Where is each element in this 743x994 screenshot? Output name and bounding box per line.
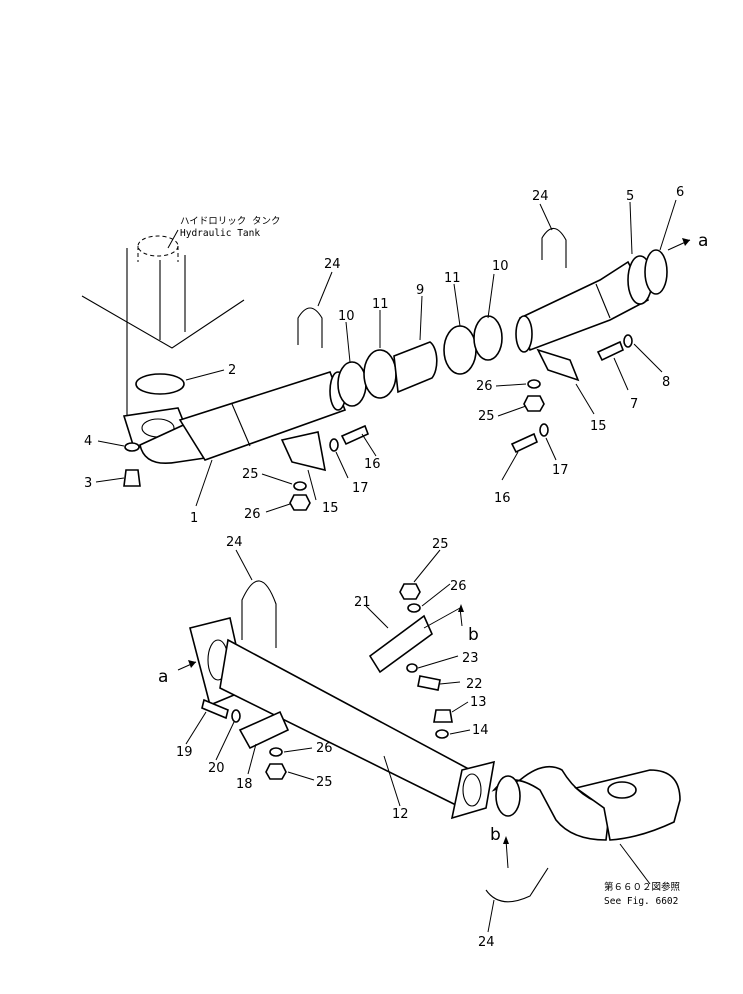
callout-17-left: 17 [352,481,369,496]
callout-4: 4 [84,434,92,449]
callout-10-right: 10 [492,259,509,274]
view-marker-a-upper: a [698,231,708,251]
washer-14 [435,729,449,739]
callout-24-upper-right: 24 [532,189,549,204]
hydraulic-tank-note-en: Hydraulic Tank [180,228,260,239]
o-ring-2 [135,373,185,395]
callout-25-upper-left: 25 [242,467,259,482]
callout-15-right: 15 [590,419,607,434]
callout-14: 14 [472,723,489,738]
callout-19: 19 [176,745,193,760]
callout-16-right: 16 [494,491,511,506]
callout-23: 23 [462,651,479,666]
nut-25-right [523,395,545,412]
gasket-6 [644,249,668,295]
u-bolt-24-upper-right [541,227,567,268]
callout-1: 1 [190,511,198,526]
upper-exhaust-assembly: a [122,227,708,511]
callout-25-lower-top: 25 [432,537,449,552]
callout-16-left: 16 [364,457,381,472]
nut-25-left [289,494,311,511]
clamp-11-left [363,349,397,399]
bolt-7 [596,340,625,362]
sleeve-9 [393,341,438,394]
callout-10-left: 10 [338,309,355,324]
see-fig-note-jp: 第６６０２図参照 [604,881,681,893]
bracket-21 [368,614,433,674]
callout-20: 20 [208,761,225,776]
gasket-10-right [473,315,503,361]
callout-2: 2 [228,363,236,378]
callout-leaders [95,199,677,933]
callout-18: 18 [236,777,253,792]
washer-17-right [539,423,549,437]
callout-15-left: 15 [322,501,339,516]
lower-flange-right [450,760,495,820]
u-bolt-24-lower [241,580,277,648]
washer-26-lower [269,747,283,757]
callout-6: 6 [676,185,684,200]
callout-5: 5 [626,189,634,204]
callout-24-lower: 24 [226,535,243,550]
callout-26-upper-left: 26 [244,507,261,522]
callout-26-upper-right: 26 [476,379,493,394]
bracket-15-left [280,431,327,472]
washer-26-right [527,379,541,389]
gasket-10-left [337,361,367,407]
washer-4 [124,442,140,452]
callout-24-upper-left: 24 [324,257,341,272]
callout-24-bottom: 24 [478,935,495,950]
nut-25-lower [265,763,287,780]
washer-17-left [329,438,339,452]
view-marker-b-lower: b [490,825,501,845]
muffler-connector [574,769,681,841]
callout-9: 9 [416,283,424,298]
pipe-5 [519,260,650,352]
washer-23 [406,663,418,673]
see-fig-note-en: See Fig. 6602 [604,896,678,907]
bolt-16-right [510,432,539,454]
callout-8: 8 [662,375,670,390]
bolt-19 [201,698,229,720]
callout-26-lower: 26 [316,741,333,756]
pipe-section-upper-left [178,371,347,461]
callout-11-right: 11 [444,271,461,286]
bolt-16-left [340,424,370,446]
callout-12: 12 [392,807,409,822]
callout-21: 21 [354,595,371,610]
callout-7: 7 [630,397,638,412]
washer-26-lower-top [407,603,421,613]
view-marker-b-upper: b [468,625,479,645]
washer-8 [623,334,633,348]
nut-25-lower-top [399,583,421,600]
view-marker-a-lower: a [158,667,168,687]
callout-3: 3 [84,476,92,491]
u-bolt-24-bottom [485,867,549,903]
washer-20 [231,709,241,723]
bolt-3 [123,469,141,487]
callout-22: 22 [466,677,483,692]
callout-numbers: 1 2 3 4 5 6 7 8 9 10 10 11 11 12 13 14 1… [84,185,684,950]
hydraulic-tank-reference: ハイドロリック タンク Hydraulic Tank [81,216,281,420]
callout-13: 13 [470,695,487,710]
u-bolt-24-upper-left [297,307,323,348]
callout-25-lower: 25 [316,775,333,790]
hydraulic-tank-note-jp: ハイドロリック タンク [180,216,281,227]
callout-11-left: 11 [372,297,389,312]
bracket-18 [238,710,290,750]
washer-26-left [293,481,307,491]
clamp-11-right [443,325,477,375]
plug-13 [433,709,453,723]
lower-exhaust-assembly: a b b 第６６０２図参照 See Fig. 6602 [158,580,681,907]
callout-26-lower-top: 26 [450,579,467,594]
bolt-22 [417,675,441,691]
bracket-15-right [536,348,580,382]
callout-17-right: 17 [552,463,569,478]
callout-25-upper-right: 25 [478,409,495,424]
